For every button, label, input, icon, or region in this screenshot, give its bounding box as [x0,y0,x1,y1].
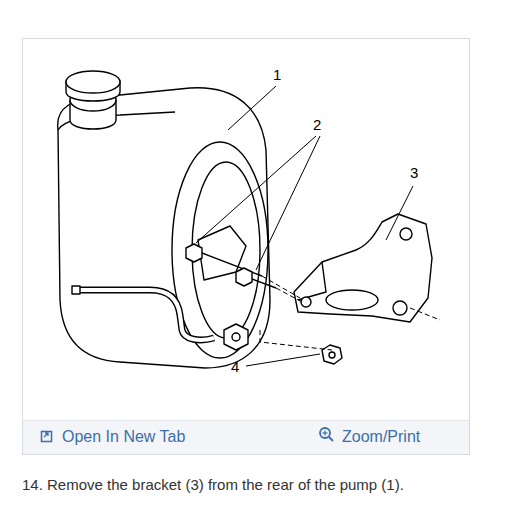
link-button: Open In New Tab [62,427,185,446]
callout-number: 1 [273,66,281,84]
callout-number: 3 [410,164,418,182]
link-button: Zoom/Print [342,427,420,446]
callout-number: 4 [231,358,239,376]
callout-number: 2 [313,116,321,134]
caption-text: 14. Remove the bracket (3) from the rear… [22,476,492,494]
